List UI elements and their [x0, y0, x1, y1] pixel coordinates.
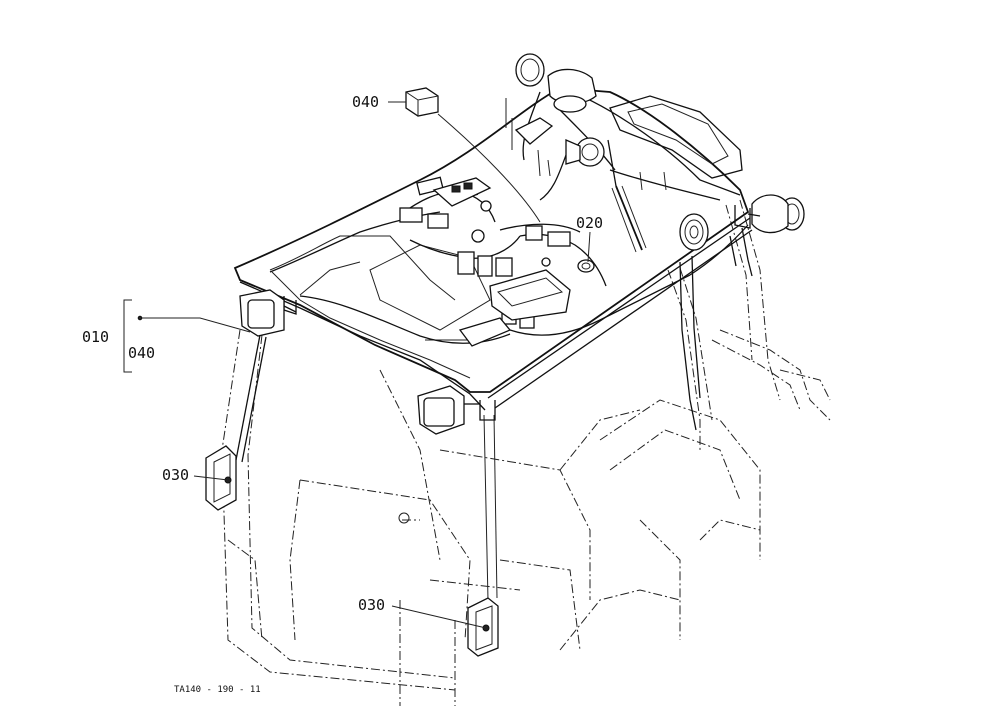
callout-020: 020 [576, 214, 603, 232]
callout-040-bracket: 040 [128, 344, 155, 362]
rear-wiper [607, 139, 647, 253]
front-left-work-lamp [239, 289, 297, 337]
rear-work-lamp [515, 53, 597, 113]
rear-right-work-lamp [747, 194, 805, 234]
components [205, 53, 805, 657]
radio-unit [489, 269, 571, 321]
figure-reference: TA140 - 190 - 11 [174, 685, 261, 695]
relay-040 [405, 87, 439, 117]
callout-030-left: 030 [162, 466, 189, 484]
callouts: 010 040 040 020 030 030 [82, 93, 603, 629]
switch-panel [432, 177, 492, 207]
rear-wiper-motor [514, 117, 554, 145]
front-centre-work-lamp [417, 385, 480, 435]
callout-030-bottom: 030 [358, 596, 385, 614]
horn [565, 137, 605, 167]
clamp-020 [577, 259, 595, 273]
callout-010: 010 [82, 328, 109, 346]
side-lamp-left-030 [205, 334, 267, 511]
roof-panel [233, 87, 753, 431]
callout-040-relay: 040 [352, 93, 379, 111]
bracket [123, 299, 132, 373]
speaker [679, 213, 709, 251]
interior-lamp [458, 317, 512, 347]
cab-frame [215, 199, 831, 706]
